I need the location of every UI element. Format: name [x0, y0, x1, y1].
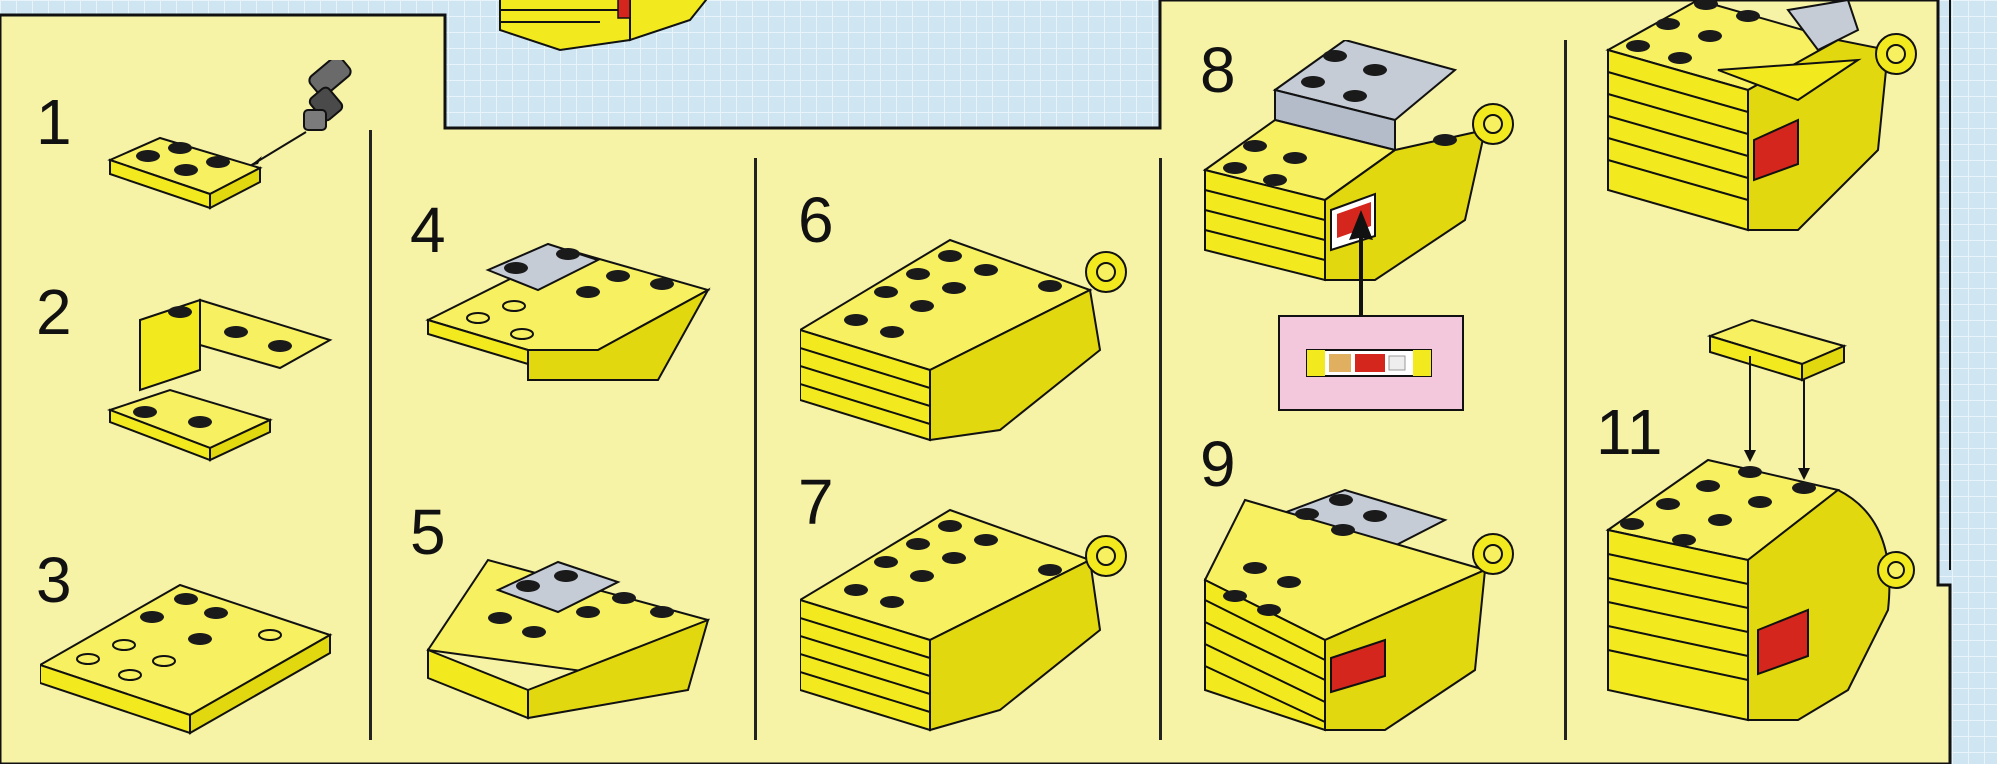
tile-piece — [1710, 320, 1844, 380]
column-divider — [754, 158, 757, 740]
step-9-assembly — [1195, 480, 1525, 740]
column-divider — [1159, 158, 1162, 740]
column-divider — [1564, 40, 1567, 740]
decal-callout — [1275, 200, 1475, 420]
step-1-plate — [100, 60, 420, 220]
step-10-assembly — [1598, 0, 1928, 250]
decal-icon — [1307, 350, 1431, 376]
step-11-assembly — [1598, 310, 1928, 740]
step-6-assembly — [800, 230, 1140, 450]
step-4-assembly — [418, 230, 718, 410]
step-7-assembly — [800, 500, 1140, 740]
step-5-assembly — [418, 540, 718, 730]
step-number-2: 2 — [36, 280, 72, 344]
previous-step-model — [500, 0, 730, 50]
step-3-plates — [40, 555, 340, 745]
step-number-1: 1 — [36, 90, 72, 154]
universal-joint-icon — [304, 60, 353, 130]
column-divider — [369, 130, 372, 740]
arrow-icon — [1349, 210, 1373, 316]
step-2-bracket — [100, 290, 340, 480]
